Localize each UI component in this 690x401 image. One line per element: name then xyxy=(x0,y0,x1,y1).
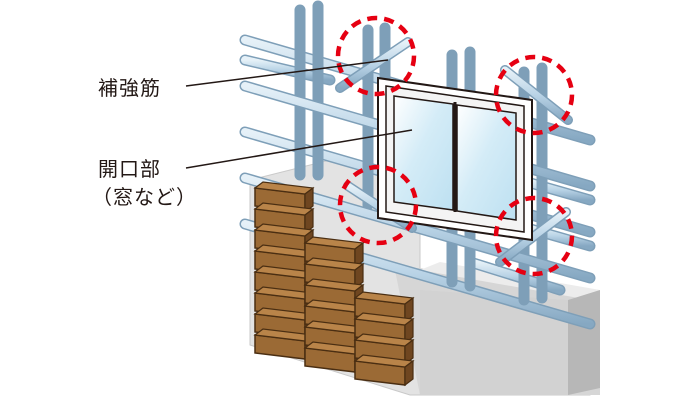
window-opening xyxy=(377,76,533,242)
reinforcement-highlight-circles xyxy=(335,15,575,277)
brick xyxy=(353,354,415,387)
rebar-leader-line xyxy=(185,59,389,87)
opening-label: 開口部 xyxy=(98,157,161,181)
brick-wall xyxy=(253,181,415,387)
opening-example-label: （窓など） xyxy=(92,185,197,209)
reinforcing-bar-label: 補強筋 xyxy=(98,76,161,100)
opening-leader-line xyxy=(185,129,413,169)
